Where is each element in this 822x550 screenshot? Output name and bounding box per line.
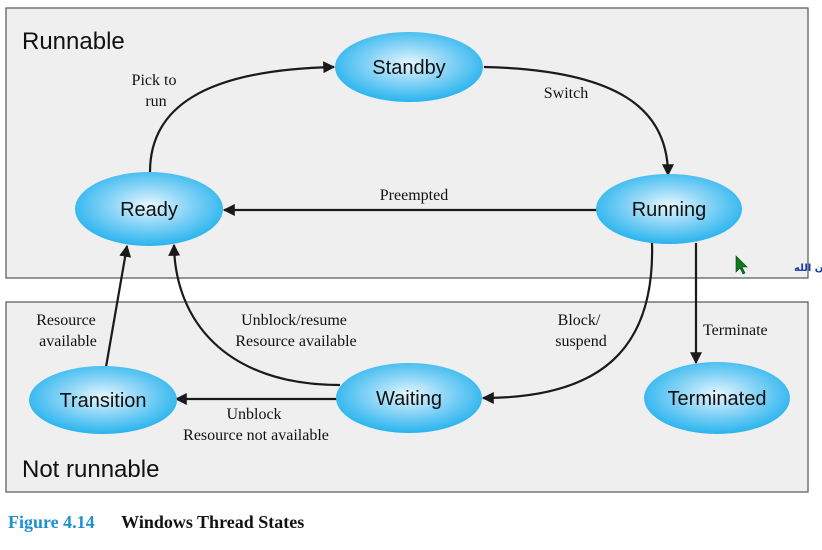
- runnable-region-label: Runnable: [22, 28, 125, 55]
- label-unblock-resume: Unblock/resume Resource available: [235, 312, 356, 350]
- figure-number: Figure 4.14: [8, 512, 95, 532]
- label-unblock-not-available: Unblock Resource not available: [183, 406, 329, 444]
- label-resource-available: Resource available: [36, 312, 100, 350]
- label-preempted: Preempted: [380, 187, 448, 204]
- svg-text:Waiting: Waiting: [376, 388, 442, 410]
- svg-text:Running: Running: [632, 199, 707, 221]
- figure-caption: Figure 4.14 Windows Thread States: [8, 512, 304, 533]
- svg-text:Standby: Standby: [372, 57, 445, 79]
- svg-text:Transition: Transition: [59, 390, 146, 412]
- cursor-icon: [735, 255, 748, 275]
- edge-unblock-resume: [168, 243, 341, 387]
- watermark: سبحان الله: [735, 255, 822, 275]
- figure-title: Windows Thread States: [121, 512, 305, 532]
- edge-switch: [483, 65, 674, 177]
- state-running: Running: [596, 174, 742, 244]
- svg-text:Terminated: Terminated: [668, 388, 767, 410]
- svg-text:Ready: Ready: [120, 199, 178, 221]
- state-waiting: Waiting: [336, 363, 482, 433]
- state-terminated: Terminated: [644, 362, 790, 434]
- label-switch: Switch: [544, 85, 588, 102]
- state-standby: Standby: [335, 32, 483, 102]
- state-ready: Ready: [75, 172, 223, 246]
- edge-block-suspend: [481, 242, 654, 404]
- label-block-suspend: Block/ suspend: [555, 312, 607, 350]
- svg-text:سبحان الله: سبحان الله: [794, 263, 822, 274]
- not-runnable-region-label: Not runnable: [22, 456, 159, 483]
- label-pick-to-run: Pick to run: [132, 72, 181, 110]
- edge-pick-to-run: [148, 61, 336, 173]
- edge-resource-available: [104, 244, 132, 368]
- state-transition: Transition: [29, 366, 177, 434]
- label-terminate: Terminate: [703, 322, 768, 339]
